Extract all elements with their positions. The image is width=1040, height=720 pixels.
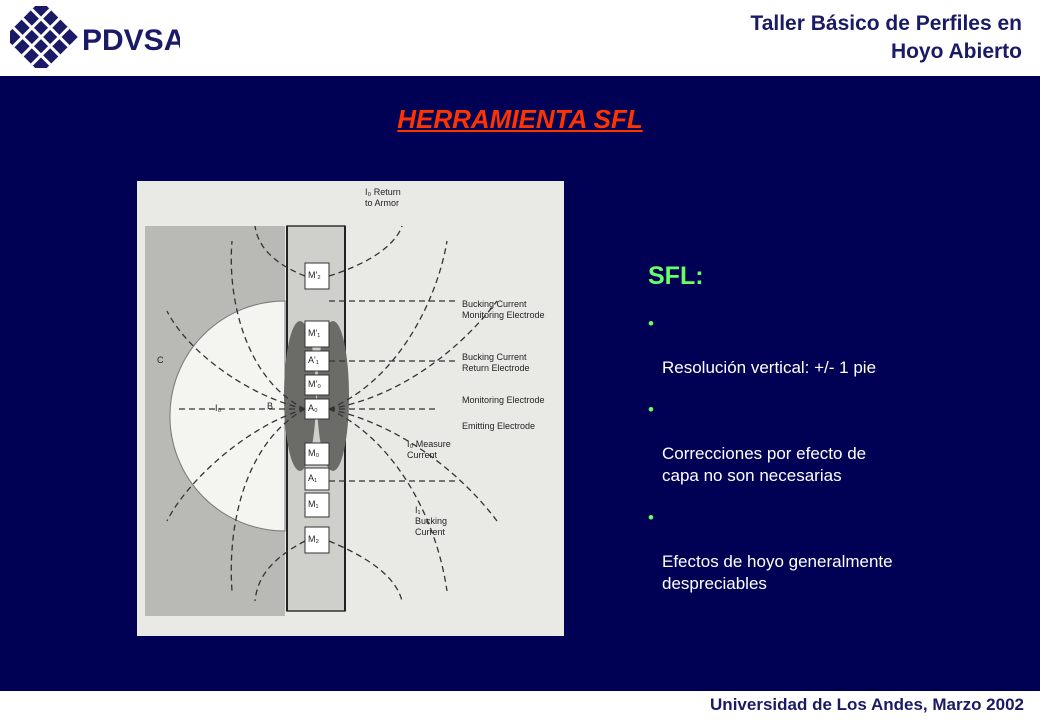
- electrode-label: M'₀: [308, 379, 321, 389]
- electrode-label: M₀: [308, 448, 320, 458]
- label-c: C: [157, 355, 164, 365]
- electrode-label: M'₂: [308, 270, 321, 280]
- slide-title: HERRAMIENTA SFL: [397, 104, 643, 134]
- electrode-label: M₁: [308, 499, 319, 509]
- footer: Universidad de Los Andes, Marzo 2002: [0, 691, 1040, 720]
- label-bucking-return: Bucking Current Return Electrode: [462, 352, 530, 373]
- electrode-label: M₂: [308, 534, 319, 544]
- bullet-item: • Resolución vertical: +/- 1 pie: [648, 313, 1008, 379]
- content-heading: SFL:: [648, 262, 704, 290]
- footer-text: Universidad de Los Andes, Marzo 2002: [710, 695, 1024, 714]
- pdvsa-logo: PDVSA: [10, 6, 180, 68]
- label-measure-current: I₀ Measure Current: [407, 439, 451, 460]
- label-return-to-armor: I₀ Return to Armor: [365, 187, 401, 208]
- bullet-icon: •: [648, 314, 654, 333]
- header: PDVSA Taller Básico de Perfiles en Hoyo …: [0, 0, 1040, 76]
- label-i0: I₀: [215, 403, 222, 413]
- electrode-label: A'₁: [308, 355, 319, 365]
- label-bucking-monitoring: Bucking Current Monitoring Electrode: [462, 299, 545, 320]
- bullet-icon: •: [648, 400, 654, 419]
- page-header-title: Taller Básico de Perfiles en Hoyo Abiert…: [750, 12, 1022, 63]
- bullet-item: • Efectos de hoyo generalmente desprecia…: [648, 507, 1008, 595]
- sfl-tool-diagram: I₀ Return to Armor Bucking Current Monit…: [137, 181, 564, 636]
- label-b: B: [267, 401, 274, 411]
- bullet-item: • Correcciones por efecto de capa no son…: [648, 399, 1008, 487]
- sfl-diagram-drawing: [145, 225, 498, 616]
- content-panel: SFL: • Resolución vertical: +/- 1 pie • …: [648, 262, 1008, 615]
- bullet-text: Correcciones por efecto de capa no son n…: [662, 444, 867, 485]
- electrode-label: A₀: [308, 403, 318, 413]
- electrode-label: M'₁: [308, 328, 321, 338]
- logo-text: PDVSA: [82, 24, 180, 57]
- bullet-text: Resolución vertical: +/- 1 pie: [662, 358, 877, 377]
- label-emitting-electrode: Emitting Electrode: [462, 421, 536, 431]
- label-monitoring-electrode: Monitoring Electrode: [462, 395, 545, 405]
- electrode-label: A₁: [308, 473, 318, 483]
- label-bucking-current: I₁ Bucking Current: [415, 505, 448, 537]
- bullet-text: Efectos de hoyo generalmente despreciabl…: [662, 552, 893, 593]
- bullet-icon: •: [648, 508, 654, 527]
